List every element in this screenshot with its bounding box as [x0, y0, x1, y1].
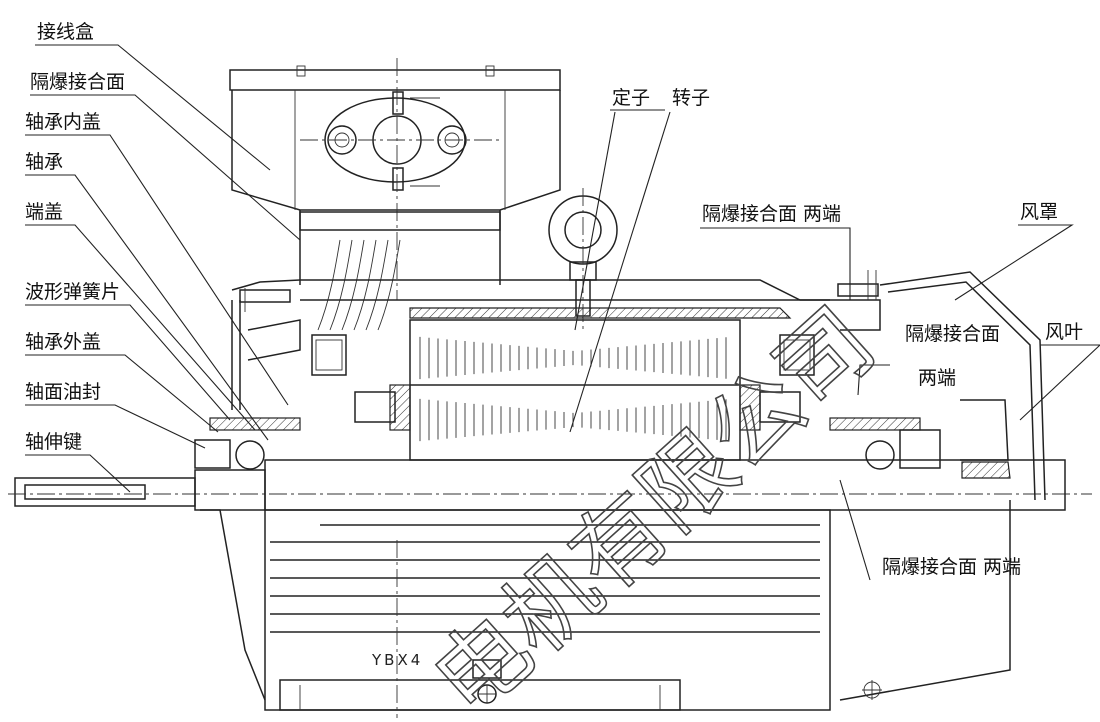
label-flameproof-joint-both-top: 隔爆接合面 两端 — [702, 203, 841, 225]
label-flameproof-joint: 隔爆接合面 — [30, 71, 125, 93]
junction-box — [229, 58, 561, 300]
part-labels: 接线盒 隔爆接合面 轴承内盖 轴承 端盖 波形弹簧片 轴承外盖 轴面油封 轴伸键… — [25, 21, 1083, 578]
label-wave-spring: 波形弹簧片 — [25, 281, 120, 303]
label-flameproof-joint-right: 隔爆接合面 — [905, 323, 1000, 345]
frame-housing — [231, 270, 881, 410]
lifting-eye — [548, 188, 618, 330]
label-end-cover: 端盖 — [25, 201, 63, 223]
cooling-fins — [200, 509, 882, 718]
label-bearing: 轴承 — [25, 151, 63, 173]
leader-lines — [25, 44, 1100, 581]
label-flameproof-joint-both-bottom: 隔爆接合面 两端 — [882, 556, 1021, 578]
label-stator: 定子 — [612, 87, 650, 109]
label-shaft-key: 轴伸键 — [25, 431, 82, 453]
stator-rotor-core — [311, 319, 815, 461]
label-rotor: 转子 — [672, 87, 710, 109]
label-bearing-inner-cap: 轴承内盖 — [25, 111, 101, 133]
fan-and-cover — [839, 271, 1046, 701]
label-both-ends-right: 两端 — [918, 367, 956, 389]
label-fan-cover: 风罩 — [1020, 201, 1058, 223]
label-junction-box: 接线盒 — [37, 21, 94, 43]
label-bearing-outer-cap: 轴承外盖 — [25, 331, 101, 353]
shaft-and-bearings — [8, 417, 1092, 511]
label-shaft-seal: 轴面油封 — [25, 381, 101, 403]
label-fan: 风叶 — [1045, 321, 1083, 343]
nameplate-label: YBX4 — [371, 651, 423, 669]
cable-bundle — [317, 239, 401, 331]
